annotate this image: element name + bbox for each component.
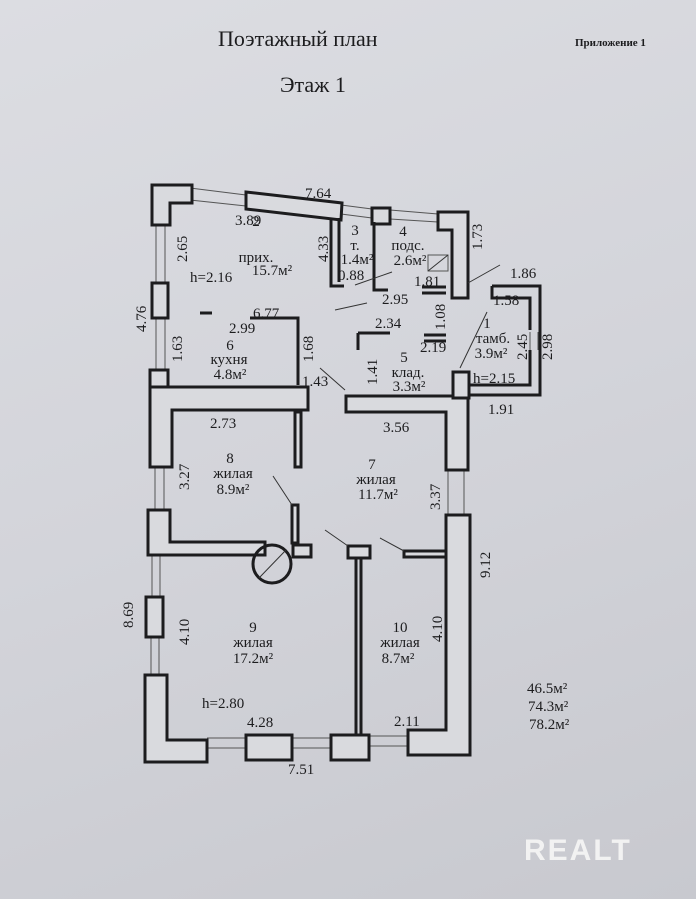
svg-text:2.34: 2.34 (375, 316, 402, 332)
svg-text:7: 7 (368, 457, 376, 473)
stove-icon (251, 543, 293, 585)
svg-text:жилая: жилая (379, 635, 420, 651)
svg-text:2.98: 2.98 (540, 334, 556, 360)
svg-text:1.63: 1.63 (170, 336, 186, 362)
svg-text:0.88: 0.88 (338, 268, 364, 284)
svg-text:2.65: 2.65 (175, 236, 191, 262)
svg-text:3.3м²: 3.3м² (393, 379, 426, 395)
svg-text:2.19: 2.19 (420, 340, 446, 356)
room-3: 3т.1.4м² (341, 223, 374, 268)
svg-text:8.69: 8.69 (121, 602, 137, 628)
svg-text:2.6м²: 2.6м² (394, 253, 427, 269)
svg-text:тамб.: тамб. (476, 331, 510, 347)
svg-text:15.7м²: 15.7м² (252, 263, 293, 279)
svg-text:т.: т. (350, 238, 359, 254)
svg-text:78.2м²: 78.2м² (529, 717, 570, 733)
windows (150, 187, 539, 749)
dimension-labels: 7.64 3.89 2.65 4.76 4.33 0.88 2.95 1.81 … (121, 186, 556, 778)
svg-text:8: 8 (226, 451, 234, 467)
svg-text:2.73: 2.73 (210, 416, 236, 432)
svg-text:3.56: 3.56 (383, 420, 410, 436)
svg-text:6: 6 (226, 338, 234, 354)
svg-text:8.9м²: 8.9м² (217, 482, 250, 498)
svg-text:2.99: 2.99 (229, 321, 255, 337)
svg-text:11.7м²: 11.7м² (358, 487, 398, 503)
svg-text:1.4м²: 1.4м² (341, 252, 374, 268)
svg-text:3.27: 3.27 (177, 463, 193, 490)
plan-title: Поэтажный план (218, 26, 378, 51)
svg-text:1.41: 1.41 (365, 359, 381, 385)
svg-text:2: 2 (252, 214, 260, 230)
svg-text:прих.: прих. (239, 250, 274, 266)
appendix-label: Приложение 1 (575, 37, 646, 49)
svg-text:1.86: 1.86 (510, 266, 537, 282)
walls (143, 183, 472, 764)
floor-label: Этаж 1 (280, 72, 346, 97)
svg-text:1.08: 1.08 (433, 304, 449, 330)
svg-text:клад.: клад. (392, 365, 425, 381)
svg-text:9: 9 (249, 620, 257, 636)
svg-text:h=2.15: h=2.15 (473, 371, 515, 387)
svg-text:46.5м²: 46.5м² (527, 681, 568, 697)
svg-text:3.89: 3.89 (235, 213, 261, 229)
svg-text:2.45: 2.45 (515, 334, 531, 360)
svg-text:2.11: 2.11 (394, 714, 420, 730)
svg-text:17.2м²: 17.2м² (233, 651, 274, 667)
svg-text:4.33: 4.33 (316, 236, 332, 262)
partitions (200, 218, 542, 735)
area-totals: 46.5м² 74.3м² 78.2м² (527, 681, 570, 733)
svg-text:5: 5 (400, 350, 408, 366)
svg-text:3.37: 3.37 (428, 483, 444, 510)
svg-text:4.8м²: 4.8м² (214, 367, 247, 383)
svg-text:4.76: 4.76 (134, 305, 150, 332)
svg-text:4.10: 4.10 (177, 619, 193, 645)
svg-text:подс.: подс. (391, 238, 424, 254)
svg-text:h=2.80: h=2.80 (202, 696, 244, 712)
stair-icon (427, 254, 449, 272)
svg-text:8.7м²: 8.7м² (382, 651, 415, 667)
svg-text:1: 1 (483, 316, 491, 332)
svg-text:3: 3 (351, 223, 359, 239)
svg-text:6.77: 6.77 (253, 306, 280, 322)
svg-text:жилая: жилая (232, 635, 273, 651)
svg-text:74.3м²: 74.3м² (528, 699, 569, 715)
svg-text:9.12: 9.12 (478, 552, 494, 578)
svg-text:1.91: 1.91 (488, 402, 514, 418)
svg-text:4: 4 (399, 224, 407, 240)
ceiling-heights: h=2.16 h=2.15 h=2.80 (190, 270, 515, 712)
svg-text:1.73: 1.73 (470, 224, 486, 250)
svg-text:10: 10 (393, 620, 408, 636)
svg-text:1.68: 1.68 (301, 336, 317, 362)
svg-text:1.81: 1.81 (414, 274, 440, 290)
svg-text:7.51: 7.51 (288, 762, 314, 778)
room-2: 2 прих.15.7м² (239, 214, 293, 279)
svg-text:4.28: 4.28 (247, 715, 273, 731)
svg-text:жилая: жилая (212, 466, 253, 482)
svg-text:1.58: 1.58 (493, 293, 519, 309)
realt-watermark-logo: REALT (524, 834, 632, 867)
svg-text:h=2.16: h=2.16 (190, 270, 233, 286)
svg-text:3.9м²: 3.9м² (475, 346, 508, 362)
svg-text:7.64: 7.64 (305, 186, 332, 202)
svg-text:жилая: жилая (355, 472, 396, 488)
svg-text:1.43: 1.43 (302, 374, 328, 390)
svg-text:кухня: кухня (210, 352, 247, 368)
svg-text:4.10: 4.10 (430, 616, 446, 642)
svg-text:2.95: 2.95 (382, 292, 408, 308)
